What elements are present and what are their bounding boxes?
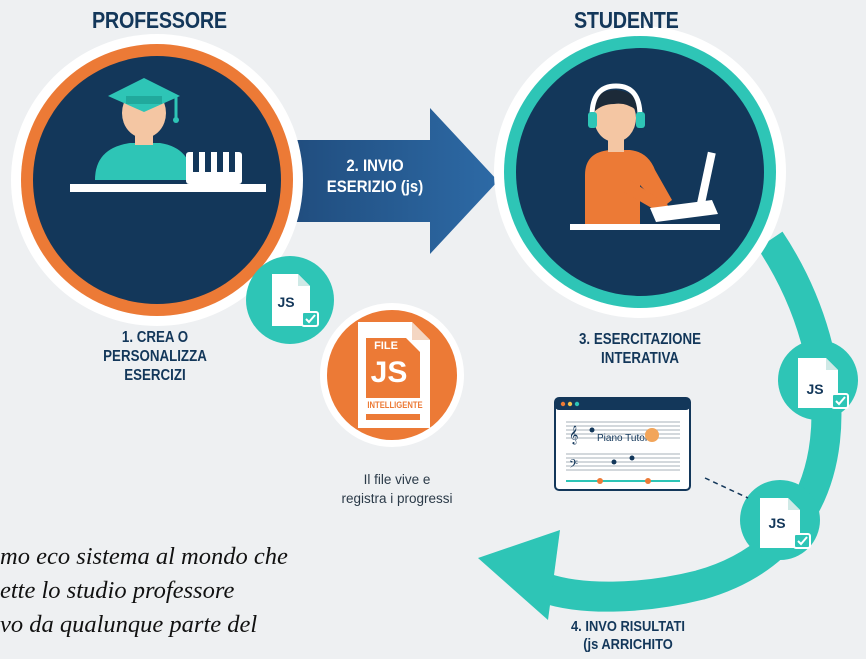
step1-label: 1. CREA O PERSONALIZZA ESERCIZI: [82, 328, 228, 385]
svg-text:𝄢: 𝄢: [569, 457, 578, 473]
file-card-main: JS: [370, 356, 408, 389]
svg-text:Piano Tutor: Piano Tutor: [597, 433, 649, 444]
svg-text:𝄞: 𝄞: [569, 426, 578, 445]
step1-line1: 1. CREA O: [121, 329, 189, 346]
student-icon: [570, 83, 720, 230]
file-card-bottom: INTELLIGENTE: [367, 400, 423, 410]
file-note-line1: Il file vive e: [363, 472, 431, 487]
js-file-badge-3: JS: [740, 480, 820, 560]
step1-line2: PERSONALIZZA: [103, 348, 207, 365]
file-note-line2: registra i progressi: [341, 491, 453, 506]
svg-text:JS: JS: [768, 515, 785, 531]
step4-line2: (js ARRICHITO: [583, 636, 673, 653]
intelligent-file-icon: [320, 303, 464, 447]
step1-line3: ESERCIZI: [124, 367, 186, 384]
step4-line1: 4. INVO RISULTATI: [571, 618, 685, 635]
quote-line3: vo da qualunque parte del: [0, 611, 258, 638]
file-note: Il file vive e registra i progressi: [322, 470, 472, 508]
step2-line1: 2. INVIO: [346, 156, 404, 175]
send-arrow: [270, 108, 498, 254]
step3-line2: INTERATIVA: [600, 350, 679, 367]
quote-line1: mo eco sistema al mondo che: [0, 543, 288, 570]
professor-icon: [70, 78, 266, 192]
svg-text:JS: JS: [277, 294, 294, 310]
js-file-badge-1: JS: [246, 256, 334, 344]
quote-text: mo eco sistema al mondo che ette lo stud…: [0, 540, 288, 642]
step3-label: 3. ESERCITAZIONE INTERATIVA: [554, 330, 726, 368]
js-file-badge-2: JS: [778, 340, 858, 420]
professor-title: PROFESSORE: [92, 7, 227, 33]
student-title: STUDENTE: [574, 7, 679, 33]
quote-line2: ette lo studio professore: [0, 577, 235, 604]
step2-line2: ESERIZIO (js): [326, 177, 424, 196]
dashed-connector: [704, 477, 749, 499]
piano-tutor-window: 𝄞 𝄢 Piano Tutor: [554, 397, 691, 491]
step4-label: 4. INVO RISULTATI (js ARRICHITO: [542, 618, 714, 654]
step2-label: 2. INVIO ESERIZIO (js): [313, 155, 436, 197]
svg-text:JS: JS: [806, 381, 823, 397]
piano-keyboard-icon: [186, 152, 242, 184]
step3-line1: 3. ESERCITAZIONE: [579, 331, 701, 348]
file-card-top: FILE: [374, 340, 398, 352]
